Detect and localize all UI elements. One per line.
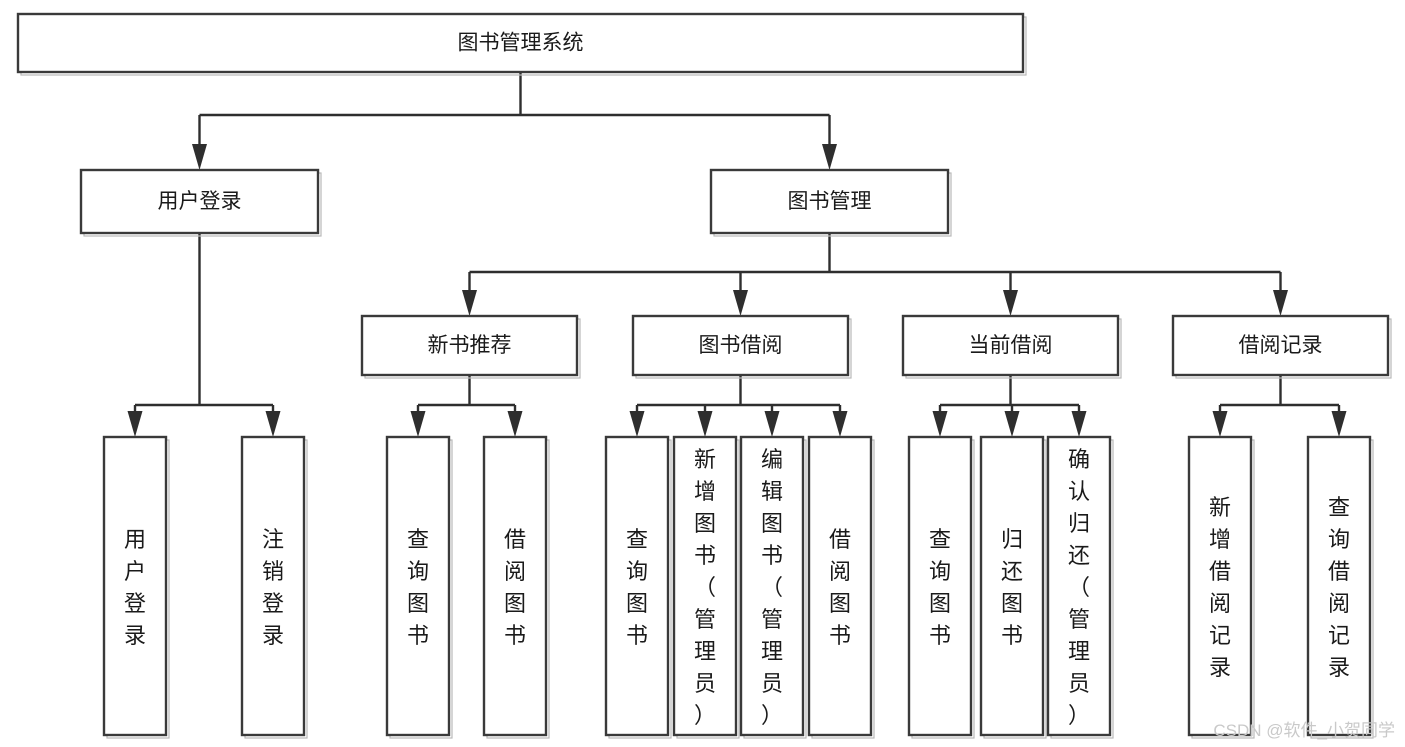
node-label: 查询图书 — [407, 527, 429, 648]
node-leaf-new-query[interactable]: 查询图书 — [385, 435, 453, 739]
node-leaf-user-logout[interactable]: 注销登录 — [240, 435, 308, 739]
node-borrow[interactable]: 图书借阅 — [631, 314, 852, 379]
node-label: 归还图书 — [1001, 527, 1023, 648]
edge-arrowhead — [822, 144, 837, 170]
edge-arrowhead — [764, 411, 780, 437]
node-label: 查询图书 — [929, 527, 951, 648]
node-leaf-cur-return[interactable]: 归还图书 — [979, 435, 1047, 739]
node-label: 用户登录 — [124, 527, 146, 648]
node-box — [1046, 435, 1112, 737]
node-box — [240, 435, 306, 737]
edge-arrowhead — [1003, 290, 1018, 316]
node-label: 图书管理系统 — [458, 32, 584, 55]
node-box — [1187, 435, 1253, 737]
node-label: 编辑图书（管理员） — [761, 447, 783, 728]
node-label: 图书管理 — [788, 190, 872, 213]
edge-group-root — [192, 72, 837, 170]
edge-arrowhead — [629, 411, 645, 437]
node-label: 借阅记录 — [1239, 334, 1323, 357]
node-label: 新增借阅记录 — [1209, 495, 1231, 680]
node-label: 借阅图书 — [504, 527, 526, 648]
node-label: 用户登录 — [158, 190, 242, 213]
node-leaf-borrow-add[interactable]: 新增图书（管理员） — [672, 435, 740, 739]
node-label: 确认归还（管理员） — [1068, 447, 1090, 728]
node-box — [482, 435, 548, 737]
node-box — [631, 314, 850, 377]
node-leaf-user-login[interactable]: 用户登录 — [102, 435, 170, 739]
node-leaf-cur-confirm[interactable]: 确认归还（管理员） — [1046, 435, 1114, 739]
nodes-layer: 图书管理系统用户登录图书管理新书推荐图书借阅当前借阅借阅记录用户登录注销登录查询… — [16, 12, 1392, 739]
edge-arrowhead — [1212, 411, 1228, 437]
node-root[interactable]: 图书管理系统 — [16, 12, 1027, 76]
edge-arrowhead — [192, 144, 207, 170]
node-box — [1171, 314, 1390, 377]
node-label: 新书推荐 — [428, 334, 512, 357]
edge-arrowhead — [265, 411, 281, 437]
edge-arrowhead — [1004, 411, 1020, 437]
edge-arrowhead — [462, 290, 477, 316]
edge-arrowhead — [410, 411, 426, 437]
node-bookmgmt[interactable]: 图书管理 — [709, 168, 952, 237]
edge-group-borrow — [629, 375, 848, 437]
node-leaf-new-borrow[interactable]: 借阅图书 — [482, 435, 550, 739]
node-leaf-cur-query[interactable]: 查询图书 — [907, 435, 975, 739]
node-label: 查询图书 — [626, 527, 648, 648]
node-label: 借阅图书 — [829, 527, 851, 648]
edge-arrowhead — [1273, 290, 1288, 316]
node-label: 注销登录 — [262, 527, 284, 648]
edge-arrowhead — [932, 411, 948, 437]
edge-group-login — [127, 233, 281, 437]
node-box — [385, 435, 451, 737]
node-box — [739, 435, 805, 737]
node-box — [360, 314, 579, 377]
node-label: 当前借阅 — [969, 334, 1053, 357]
edge-arrowhead — [1331, 411, 1347, 437]
node-box — [709, 168, 950, 235]
node-current[interactable]: 当前借阅 — [901, 314, 1122, 379]
edge-group-records — [1212, 375, 1347, 437]
node-box — [807, 435, 873, 737]
node-leaf-borrow-lend[interactable]: 借阅图书 — [807, 435, 875, 739]
node-leaf-borrow-query[interactable]: 查询图书 — [604, 435, 672, 739]
node-label: 图书借阅 — [699, 334, 783, 357]
node-newbook[interactable]: 新书推荐 — [360, 314, 581, 379]
node-label: 查询借阅记录 — [1328, 495, 1350, 680]
node-box — [979, 435, 1045, 737]
node-leaf-borrow-edit[interactable]: 编辑图书（管理员） — [739, 435, 807, 739]
edge-arrowhead — [127, 411, 143, 437]
node-records[interactable]: 借阅记录 — [1171, 314, 1392, 379]
edge-arrowhead — [832, 411, 848, 437]
node-label: 新增图书（管理员） — [694, 447, 716, 728]
node-box — [16, 12, 1025, 74]
edges-layer — [127, 72, 1347, 437]
edge-arrowhead — [697, 411, 713, 437]
node-login[interactable]: 用户登录 — [79, 168, 322, 237]
node-box — [604, 435, 670, 737]
watermark-text: CSDN @软件_小贺同学 — [1213, 721, 1395, 740]
edge-arrowhead — [1071, 411, 1087, 437]
edge-group-newbook — [410, 375, 523, 437]
node-box — [907, 435, 973, 737]
edge-group-current — [932, 375, 1087, 437]
node-box — [672, 435, 738, 737]
node-box — [102, 435, 168, 737]
node-leaf-rec-add[interactable]: 新增借阅记录 — [1187, 435, 1255, 739]
edge-arrowhead — [733, 290, 748, 316]
node-box — [1306, 435, 1372, 737]
edge-arrowhead — [507, 411, 523, 437]
node-leaf-rec-query[interactable]: 查询借阅记录 — [1306, 435, 1374, 739]
edge-group-bookmgmt — [462, 233, 1288, 316]
node-box — [79, 168, 320, 235]
node-box — [901, 314, 1120, 377]
